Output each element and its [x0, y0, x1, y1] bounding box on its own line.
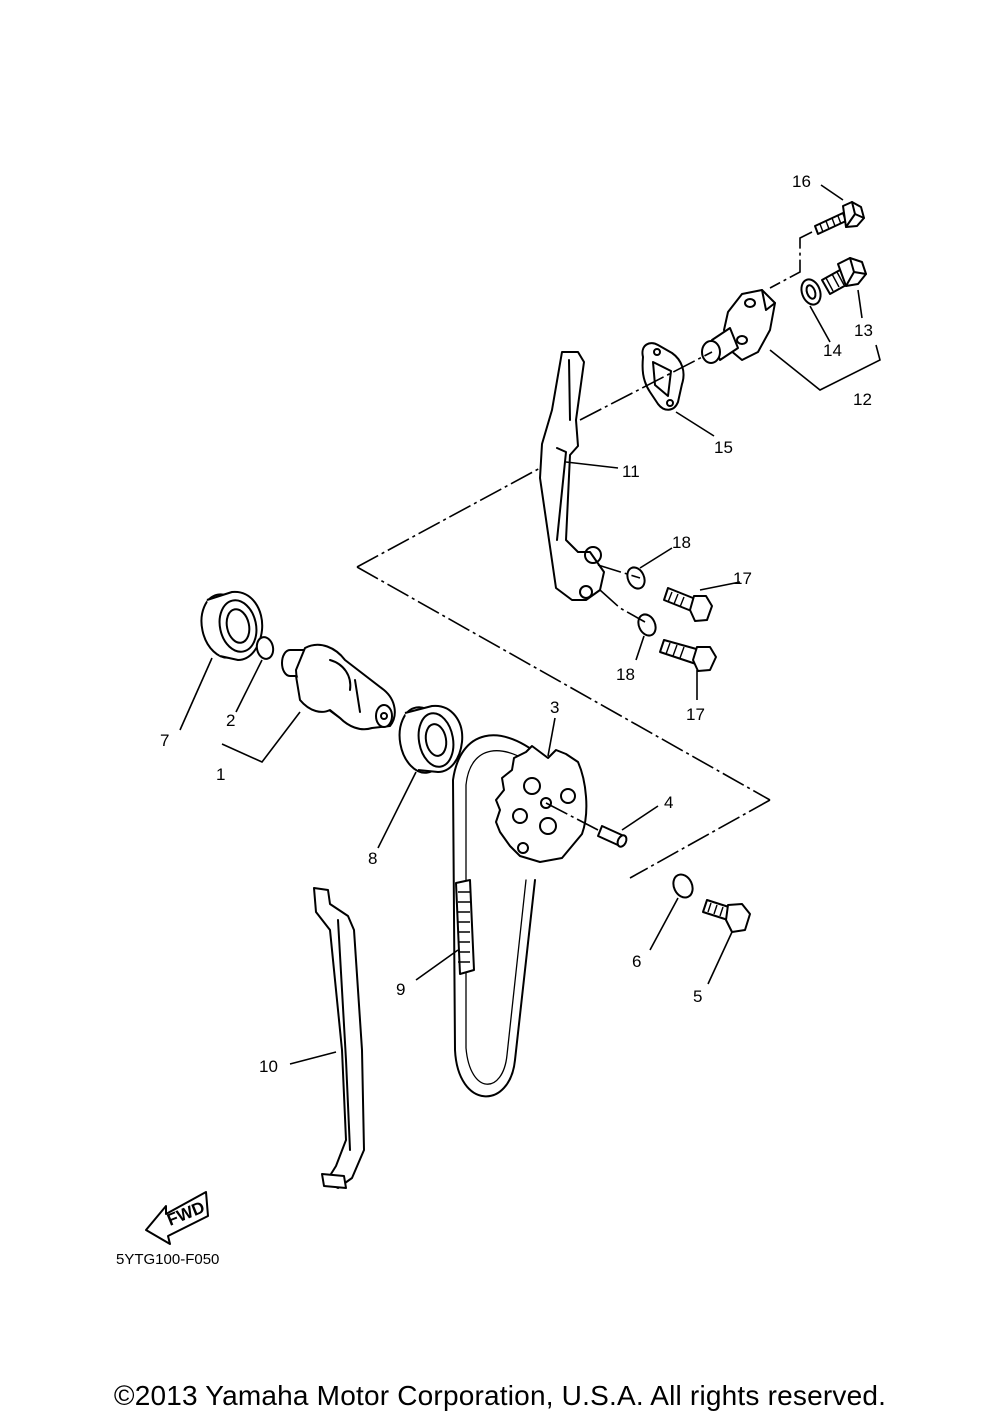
part-12-tensioner-assembly[interactable] — [701, 289, 776, 364]
part-7-bearing[interactable] — [196, 590, 264, 662]
label-part-7: 7 — [160, 731, 169, 750]
part-17-bolt-upper[interactable] — [663, 587, 713, 622]
part-16-axis — [769, 231, 813, 289]
label-part-17-upper: 17 — [733, 569, 752, 588]
label-part-1: 1 — [216, 765, 225, 784]
reference-frame-lines — [356, 459, 771, 879]
part-4-axis — [545, 802, 599, 831]
part-9-timing-chain[interactable] — [452, 734, 546, 1098]
part-3-cam-sprocket[interactable] — [495, 745, 588, 863]
part-1-camshaft[interactable] — [281, 643, 396, 731]
part-11-chain-tensioner-arm[interactable] — [539, 351, 605, 601]
leader-lines — [179, 184, 881, 1065]
label-part-6: 6 — [632, 952, 641, 971]
label-part-12: 12 — [853, 390, 872, 409]
label-part-13: 13 — [854, 321, 873, 340]
label-part-5: 5 — [693, 987, 702, 1006]
label-part-9: 9 — [396, 980, 405, 999]
label-part-4: 4 — [664, 793, 673, 812]
part-16-bolt[interactable] — [814, 201, 865, 235]
fwd-arrow-icon: FWD — [145, 1191, 209, 1245]
part-5-bolt[interactable] — [702, 899, 751, 933]
part-17-bolt-lower[interactable] — [659, 639, 717, 672]
part-4-dowel-pin[interactable] — [597, 825, 628, 848]
label-part-10: 10 — [259, 1057, 278, 1076]
diagram-code: 5YTG100-F050 — [116, 1251, 219, 1268]
part-17-axis — [597, 564, 646, 623]
part-13-cap-bolt[interactable] — [821, 257, 867, 295]
part-6-washer[interactable] — [670, 871, 696, 900]
label-part-15: 15 — [714, 438, 733, 457]
part-18-washer-lower[interactable] — [635, 612, 659, 639]
label-part-11: 11 — [622, 462, 640, 481]
part-2-o-ring[interactable] — [255, 636, 275, 661]
label-part-8: 8 — [368, 849, 377, 868]
part-14-gasket[interactable] — [798, 277, 824, 308]
part-15-axis — [579, 351, 713, 421]
label-part-16: 16 — [792, 172, 811, 191]
part-8-bearing[interactable] — [395, 704, 464, 777]
label-part-2: 2 — [226, 711, 235, 730]
part-10-chain-guide[interactable] — [313, 887, 365, 1189]
label-part-18-lower: 18 — [616, 665, 635, 684]
part-18-washer-upper[interactable] — [624, 565, 648, 592]
label-part-3: 3 — [550, 698, 559, 717]
label-part-18-upper: 18 — [672, 533, 691, 552]
copyright-notice: ©2013 Yamaha Motor Corporation, U.S.A. A… — [113, 1380, 887, 1411]
label-part-17-lower: 17 — [686, 705, 705, 724]
label-part-14: 14 — [823, 341, 842, 360]
